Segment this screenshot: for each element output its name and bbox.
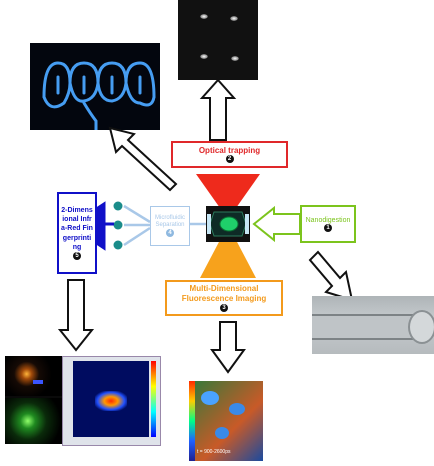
fluorescence-caption: t = 900-2600ps [197, 449, 231, 455]
trapped-particle [230, 16, 238, 21]
fluorescence-image: t = 900-2600ps [189, 381, 263, 461]
nanodigestion-label: Nanodigestion [305, 216, 351, 224]
step-number: 2 [225, 155, 234, 163]
cell-microscopy-image [5, 356, 62, 444]
fluorescence-funnel [200, 240, 256, 278]
fluorescence-imaging-box: Multi-Dimensional Fluorescence Imaging 3 [165, 280, 283, 316]
step-number: 1 [324, 223, 332, 232]
arrow-to-chip-image [108, 126, 178, 192]
ir-spectrum-image [62, 356, 161, 446]
optical-trapping-label: Optical trapping [198, 146, 261, 155]
arrow-to-optical-trap [199, 78, 237, 141]
fluorescence-imaging-label: Multi-Dimensional Fluorescence Imaging [181, 284, 267, 303]
optical-trap-image [178, 0, 258, 80]
trapped-particle [200, 14, 208, 19]
microfluidic-box: Microfluidic Separation 4 [150, 206, 190, 246]
droplet [408, 310, 434, 344]
microfluidic-channels [123, 204, 206, 247]
outlet-node [113, 201, 123, 211]
capillary-image [312, 296, 434, 354]
arrow-to-capillary-image [308, 250, 354, 302]
step-number: 4 [166, 229, 174, 238]
colorbar [151, 361, 156, 437]
arrow-to-ir-spectrum [57, 279, 95, 352]
outlet-node [113, 240, 123, 250]
microfluidic-chip-image [30, 43, 160, 130]
optical-trapping-box: Optical trapping 2 [171, 141, 288, 168]
trapped-particle [200, 54, 208, 59]
step-number: 3 [220, 303, 228, 312]
nanodigestion-arrow [252, 205, 301, 243]
outlet-node [113, 220, 123, 230]
nanodigestion-box: Nanodigestion 1 [300, 205, 356, 243]
ir-fingerprinting-label: 2-Dimensional Infra-Red Fingerprinting [61, 207, 93, 251]
arrow-to-fluorescence-image [210, 321, 246, 374]
cell-icon [219, 216, 239, 232]
step-number: 5 [73, 251, 81, 260]
ir-connector [96, 201, 114, 251]
optical-funnel [196, 174, 260, 208]
ir-fingerprinting-box: 2-Dimensional Infra-Red Fingerprinting 5 [57, 192, 97, 274]
trapped-particle [231, 56, 239, 61]
microfluidic-label: Microfluidic Separation [154, 214, 185, 228]
spectrum-peak [95, 391, 127, 411]
